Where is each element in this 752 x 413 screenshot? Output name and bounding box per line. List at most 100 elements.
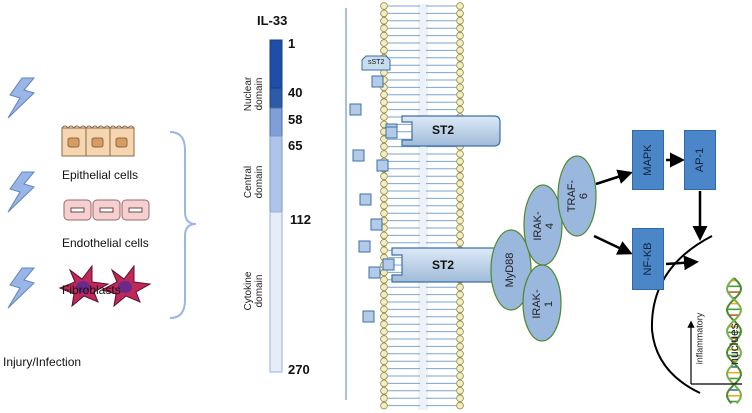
lipid-head xyxy=(380,312,388,321)
lipid-head xyxy=(456,91,464,99)
cell-membrane xyxy=(380,2,464,410)
lipid-head xyxy=(456,401,464,410)
lipid-head xyxy=(380,305,388,314)
lipid-head xyxy=(380,290,388,299)
position-label: 40 xyxy=(288,85,303,100)
myd88-label: MyD88 xyxy=(504,252,516,288)
mapk-box: MAPK xyxy=(632,130,664,190)
lipid-head xyxy=(380,327,388,336)
lipid-head xyxy=(380,335,388,343)
lipid-head xyxy=(380,209,388,218)
endothelial-cells-label: Endothelial cells xyxy=(62,236,149,250)
nfkb-box: NF-KB xyxy=(632,228,664,290)
lipid-head xyxy=(456,312,464,321)
nfkb-label: NF-KB xyxy=(642,242,654,276)
nuclear-envelope xyxy=(650,235,713,394)
il33-title: IL-33 xyxy=(257,13,288,28)
lipid-head xyxy=(456,239,464,247)
lipid-head xyxy=(456,68,464,77)
lipid-head xyxy=(380,9,388,18)
lipid-head xyxy=(456,194,464,203)
adaptor-proteins xyxy=(490,155,597,342)
position-label: 1 xyxy=(288,36,296,51)
lipid-head xyxy=(380,91,388,99)
lipid-head xyxy=(380,2,388,10)
irak1-label: IRAK- 1 xyxy=(531,289,555,319)
arrow-nfkb-to-nucleus xyxy=(665,255,699,271)
endothelial-cells-icon xyxy=(63,199,150,221)
lipid-head xyxy=(456,187,464,195)
lipid-head xyxy=(456,224,464,232)
injury-infection-label: Injury/Infection xyxy=(3,355,82,369)
fibroblasts-icon xyxy=(58,264,152,308)
lipid-head xyxy=(456,231,464,240)
lipid-head xyxy=(456,349,464,358)
lipid-head xyxy=(456,98,464,106)
position-label: 65 xyxy=(288,138,303,153)
lipid-head xyxy=(380,320,388,329)
lipid-head xyxy=(380,142,388,151)
lightning-icon xyxy=(7,77,36,119)
lipid-head xyxy=(456,320,464,329)
lipid-head xyxy=(456,357,464,366)
lipid-head xyxy=(380,179,388,188)
position-label: 270 xyxy=(288,362,310,377)
lightning-icon xyxy=(7,267,36,309)
lipid-head xyxy=(456,379,464,388)
lipid-head xyxy=(380,24,388,33)
fibroblasts-label: Fibroblasts xyxy=(62,283,121,297)
central-domain-label: Central domain xyxy=(243,165,265,199)
lipid-head xyxy=(380,283,388,292)
lipid-head xyxy=(456,61,464,69)
lipid-head xyxy=(380,246,388,255)
il33-domain-bar xyxy=(269,39,283,373)
lipid-head xyxy=(456,305,464,314)
cytokine-domain-label: Cytokine domain xyxy=(243,271,265,311)
lipid-head xyxy=(456,105,464,114)
lipid-head xyxy=(456,165,464,173)
lipid-head xyxy=(380,46,388,55)
lipid-head xyxy=(380,31,388,40)
lightning-icon xyxy=(7,171,36,213)
lipid-head xyxy=(380,113,388,121)
position-label: 112 xyxy=(290,212,311,227)
dna-helix-icon xyxy=(725,277,743,405)
lipid-head xyxy=(456,157,464,166)
lipid-head xyxy=(456,202,464,210)
lipid-head xyxy=(456,24,464,33)
epithelial-cells-label: Epithelial cells xyxy=(62,168,139,182)
traf6-label: TRAF- 6 xyxy=(566,179,590,213)
lipid-head xyxy=(456,216,464,225)
lipid-head xyxy=(456,16,464,25)
lipid-head xyxy=(456,335,464,343)
lipid-head xyxy=(456,372,464,380)
nuclear-domain-label: Nuclear domain xyxy=(243,76,265,112)
arrow-traf6-to-mapk xyxy=(595,169,633,186)
cells-bracket xyxy=(169,131,197,319)
lipid-head xyxy=(456,298,464,306)
lipid-head xyxy=(380,231,388,240)
lipid-head xyxy=(380,364,388,373)
lipid-head xyxy=(380,342,388,351)
nucleus-label: nuclues xyxy=(727,323,741,365)
membrane-core xyxy=(418,4,428,410)
lipid-head xyxy=(380,202,388,210)
mapk-label: MAPK xyxy=(642,144,654,176)
lipid-head xyxy=(380,394,388,403)
st2-label-lower: ST2 xyxy=(432,258,455,272)
lipid-head xyxy=(380,150,388,158)
lipid-head xyxy=(380,349,388,358)
lipid-head xyxy=(380,357,388,366)
lipid-head xyxy=(456,39,464,47)
sst2-label: sST2 xyxy=(368,59,385,66)
lipid-head xyxy=(456,9,464,18)
lipid-head xyxy=(456,53,464,62)
lipid-head xyxy=(380,172,388,181)
lipid-head xyxy=(456,327,464,336)
lipid-head xyxy=(380,39,388,47)
lipid-head xyxy=(456,342,464,351)
lipid-head xyxy=(380,187,388,195)
st2-receptor-upper xyxy=(401,115,501,147)
